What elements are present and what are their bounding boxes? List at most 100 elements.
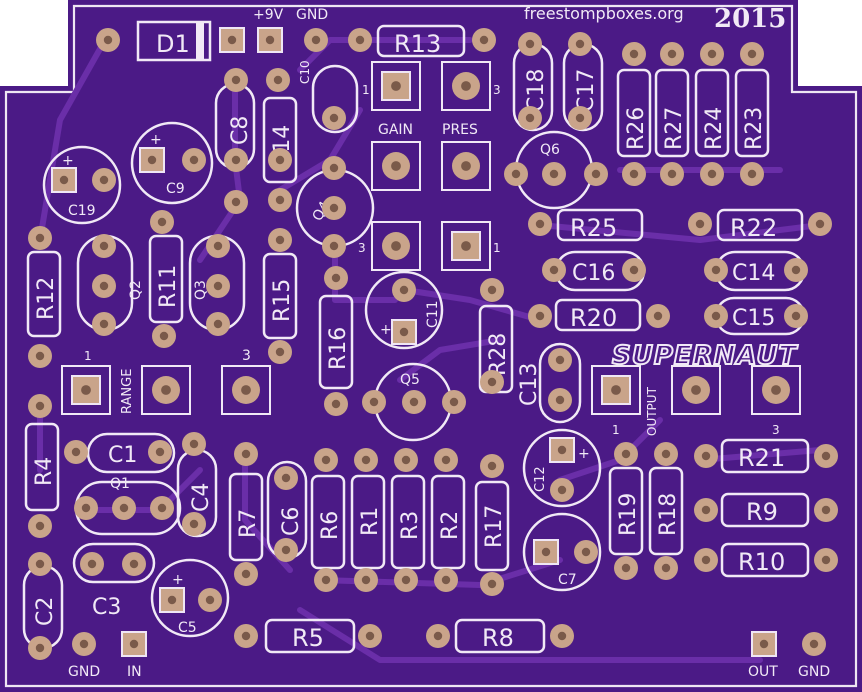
drill-hole bbox=[71, 447, 81, 457]
resistor-r22-label: R22 bbox=[730, 214, 777, 242]
resistor-r3-body bbox=[390, 474, 426, 570]
drill-hole bbox=[157, 217, 167, 227]
drill-hole bbox=[399, 327, 409, 337]
resistor-r27-body bbox=[654, 68, 690, 158]
drill-hole bbox=[701, 451, 711, 461]
diode-d1-body bbox=[136, 20, 212, 62]
year-label: 2015 bbox=[714, 4, 786, 34]
drill-hole bbox=[161, 385, 171, 395]
drill-hole bbox=[273, 75, 283, 85]
supply-plus-label: +9V bbox=[253, 7, 284, 23]
drill-hole bbox=[155, 447, 165, 457]
pot-output-pin3-number: 3 bbox=[772, 423, 780, 437]
resistor-r18-label: R18 bbox=[656, 493, 681, 536]
resistor-r26-label: R26 bbox=[624, 107, 649, 150]
drill-hole bbox=[525, 113, 535, 123]
drill-hole bbox=[661, 563, 671, 573]
drill-hole bbox=[629, 49, 639, 59]
drill-hole bbox=[157, 503, 167, 513]
pot-range-label: RANGE bbox=[120, 369, 135, 414]
resistor-r25-body bbox=[556, 208, 644, 242]
drill-hole bbox=[401, 455, 411, 465]
drill-hole bbox=[147, 155, 157, 165]
cap-c12-label: C12 bbox=[533, 466, 548, 492]
pot-range-pin1-outline bbox=[61, 365, 111, 415]
drill-hole bbox=[557, 631, 567, 641]
resistor-r18-body bbox=[648, 466, 684, 556]
drill-hole bbox=[535, 219, 545, 229]
resistor-r20-label: R20 bbox=[570, 304, 617, 332]
drill-hole bbox=[535, 311, 545, 321]
cap-c5-label: C5 bbox=[178, 620, 197, 636]
pot-range-pin2-outline bbox=[141, 365, 191, 415]
drill-hole bbox=[667, 169, 677, 179]
cap-c13-label: C13 bbox=[517, 363, 542, 406]
drill-hole bbox=[621, 563, 631, 573]
drill-hole bbox=[653, 311, 663, 321]
drill-hole bbox=[99, 319, 109, 329]
solder-pad-square bbox=[257, 27, 283, 53]
cap-c11-label: C11 bbox=[425, 300, 441, 328]
drill-hole bbox=[401, 575, 411, 585]
cap-c7-outline bbox=[522, 512, 602, 592]
drill-hole bbox=[329, 163, 339, 173]
drill-hole bbox=[189, 519, 199, 529]
resistor-r26-body bbox=[616, 68, 652, 158]
resistor-r19-label: R19 bbox=[616, 493, 641, 536]
drill-hole bbox=[369, 397, 379, 407]
cap-c13-body bbox=[538, 342, 582, 424]
cap-c19-polarity: + bbox=[62, 153, 74, 169]
drill-hole bbox=[629, 265, 639, 275]
supply-gnd-label: GND bbox=[296, 7, 328, 23]
resistor-r19-body bbox=[608, 466, 644, 556]
transistor-q1-label: Q1 bbox=[110, 476, 130, 492]
site-label: freestompboxes.org bbox=[524, 4, 684, 23]
diode-d1-band bbox=[196, 22, 204, 60]
resistor-r21-body bbox=[720, 438, 810, 474]
solder-pads bbox=[28, 27, 838, 660]
drill-hole bbox=[321, 455, 331, 465]
drill-hole bbox=[441, 455, 451, 465]
drill-hole bbox=[461, 81, 471, 91]
solder-pad-square bbox=[121, 631, 147, 657]
resistor-r20-body bbox=[554, 298, 642, 332]
cap-c9-label: C9 bbox=[166, 181, 185, 197]
drill-hole bbox=[707, 49, 717, 59]
resistor-r28-label: R28 bbox=[486, 333, 511, 376]
drill-hole bbox=[275, 195, 285, 205]
solder-pad-square bbox=[751, 631, 777, 657]
drill-hole bbox=[355, 35, 365, 45]
drill-hole bbox=[119, 503, 129, 513]
drill-hole bbox=[461, 161, 471, 171]
drill-hole bbox=[541, 547, 551, 557]
drill-hole bbox=[575, 113, 585, 123]
resistor-r5-body bbox=[264, 618, 356, 654]
drill-hole bbox=[747, 49, 757, 59]
drill-hole bbox=[487, 377, 497, 387]
resistor-r27-label: R27 bbox=[662, 107, 687, 150]
drill-hole bbox=[433, 631, 443, 641]
drill-hole bbox=[661, 449, 671, 459]
drill-hole bbox=[241, 449, 251, 459]
drill-hole bbox=[667, 49, 677, 59]
drill-hole bbox=[391, 161, 401, 171]
drill-hole bbox=[331, 399, 341, 409]
drill-hole bbox=[275, 235, 285, 245]
diode-d1-label: D1 bbox=[156, 30, 190, 58]
cap-c19-label: C19 bbox=[68, 203, 96, 219]
cap-c11-outline bbox=[364, 270, 444, 350]
resistor-r23-label: R23 bbox=[742, 107, 767, 150]
pot-pres-pin2-outline bbox=[441, 141, 491, 191]
solder-pad-square bbox=[71, 375, 101, 405]
pot-pres-pin1-number: 1 bbox=[493, 241, 501, 255]
drill-hole bbox=[275, 347, 285, 357]
drill-hole bbox=[409, 397, 419, 407]
cap-c8-label: C8 bbox=[228, 116, 253, 145]
resistor-r8-body bbox=[454, 618, 546, 654]
transistor-q3-label: Q3 bbox=[193, 280, 209, 300]
drill-hole bbox=[821, 451, 831, 461]
drill-hole bbox=[213, 319, 223, 329]
drill-hole bbox=[329, 113, 339, 123]
drill-hole bbox=[365, 631, 375, 641]
